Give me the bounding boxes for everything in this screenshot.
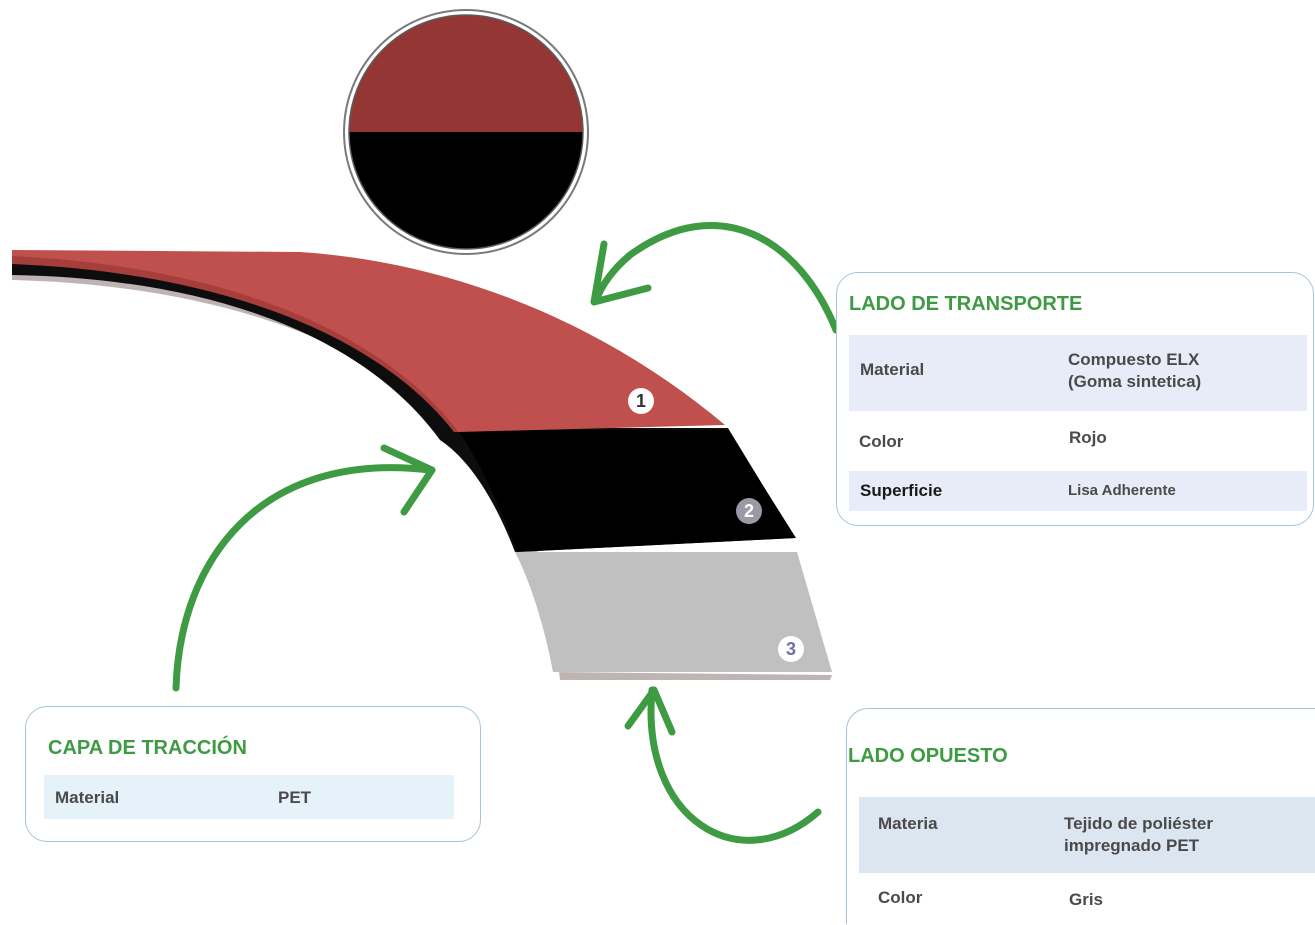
arrow-transport-head bbox=[590, 240, 652, 306]
arrow-opposite-head bbox=[624, 686, 676, 736]
color-swatch-top bbox=[349, 15, 583, 132]
layer-number-3: 3 bbox=[778, 636, 804, 662]
table-row: Color Gris bbox=[859, 873, 1315, 925]
arrow-traction-head bbox=[380, 444, 436, 516]
row-label: Color bbox=[859, 432, 904, 451]
row-value: Tejido de poliéster bbox=[1064, 814, 1213, 833]
row-value: Compuesto ELX bbox=[1068, 350, 1200, 369]
row-value: Rojo bbox=[1069, 428, 1107, 447]
table-row: Material Compuesto ELX (Goma sintetica) bbox=[849, 335, 1307, 411]
opposite-side-card: LADO OPUESTO Materia Tejido de poliéster… bbox=[846, 708, 1315, 925]
opposite-side-title: LADO OPUESTO bbox=[848, 745, 1008, 767]
table-row: Color Rojo bbox=[849, 411, 1307, 471]
row-label: Color bbox=[878, 888, 923, 907]
arrow-transport bbox=[592, 222, 840, 334]
row-value: Lisa Adherente bbox=[1068, 482, 1176, 499]
layer-number-2: 2 bbox=[736, 498, 762, 524]
row-value-line2: impregnado PET bbox=[1064, 836, 1200, 855]
belt-layer-red bbox=[12, 250, 725, 432]
row-label: Materia bbox=[878, 814, 938, 833]
belt-layer-black-face bbox=[458, 430, 796, 552]
table-row: Superficie Lisa Adherente bbox=[849, 471, 1307, 511]
transport-side-card: LADO DE TRANSPORTE Material Compuesto EL… bbox=[836, 272, 1314, 526]
table-row: Material PET bbox=[44, 775, 454, 819]
color-swatch-bottom bbox=[349, 132, 583, 249]
traction-layer-title: CAPA DE TRACCIÓN bbox=[48, 737, 247, 759]
row-value-line2: (Goma sintetica) bbox=[1068, 372, 1202, 391]
row-value: PET bbox=[278, 788, 312, 807]
row-label: Material bbox=[860, 360, 925, 379]
table-row: Materia Tejido de poliéster impregnado P… bbox=[859, 797, 1315, 873]
traction-layer-card: CAPA DE TRACCIÓN Material PET bbox=[25, 706, 481, 842]
arrow-opposite bbox=[647, 686, 822, 844]
belt-layer-gray bbox=[515, 552, 832, 672]
row-label: Material bbox=[55, 788, 120, 807]
row-label: Superficie bbox=[860, 481, 943, 500]
arrow-traction bbox=[172, 464, 434, 692]
row-value: Gris bbox=[1069, 890, 1104, 909]
layer-number-1: 1 bbox=[628, 388, 654, 414]
transport-side-title: LADO DE TRANSPORTE bbox=[849, 293, 1083, 315]
